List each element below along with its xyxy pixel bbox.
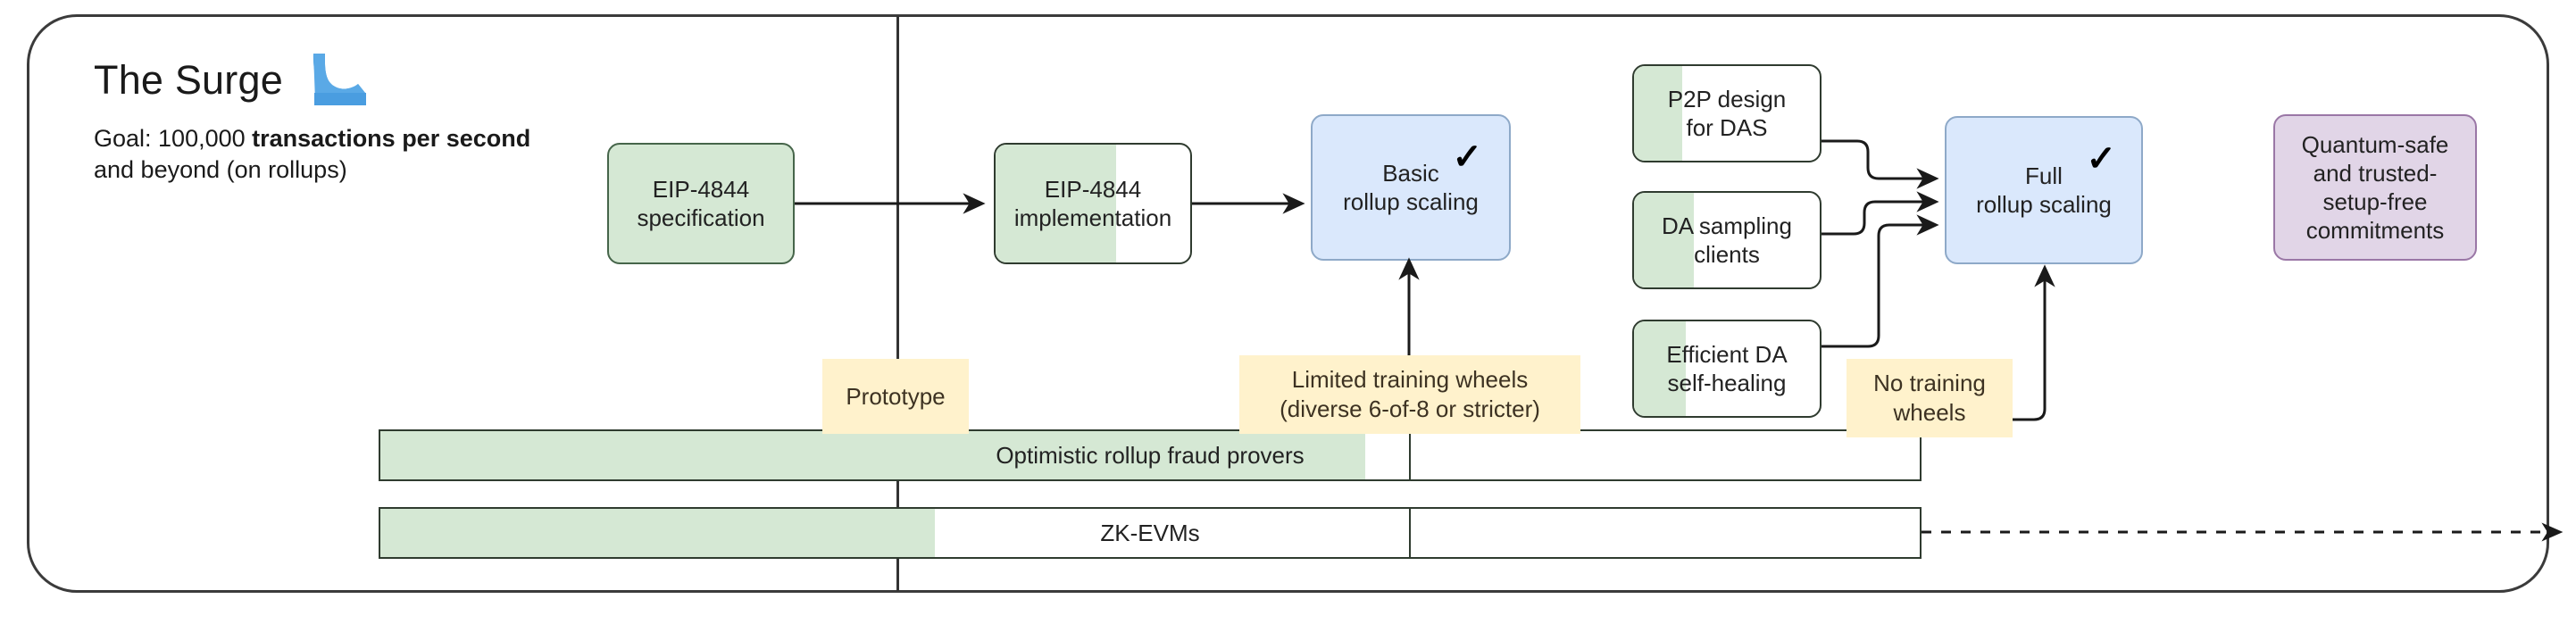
bar-zk-evms[interactable]: ZK-EVMs [379, 507, 1922, 559]
completed-check-icon: ✓ [2086, 139, 2116, 179]
bar-stage-divider [1409, 429, 1411, 481]
bar-stage-divider [1409, 507, 1411, 559]
bar-label: ZK-EVMs [1100, 519, 1200, 546]
node-progress-fill [1634, 66, 1683, 161]
wave-icon [313, 54, 366, 105]
goal-prefix: Goal: 100,000 [94, 125, 253, 152]
bar-label: Optimistic rollup fraud provers [996, 441, 1305, 469]
annotation-label: Prototype [846, 382, 946, 410]
page-title: The Surge [94, 56, 283, 103]
bar-progress-fill [380, 431, 1366, 479]
goal-suffix: and beyond (on rollups) [94, 155, 347, 183]
goal-statement: Goal: 100,000 transactions per second an… [94, 123, 576, 185]
node-progress-fill [1634, 321, 1687, 416]
bar-optimistic-rollup-fraud-provers[interactable]: Optimistic rollup fraud provers [379, 429, 1922, 481]
annotation-label: Limited training wheels(diverse 6-of-8 o… [1280, 366, 1540, 422]
title-row: The Surge [94, 50, 683, 109]
header-block: The Surge Goal: 100,000 transactions per… [94, 50, 683, 185]
node-progress-fill [1634, 193, 1694, 287]
present-day-divider-line [896, 16, 899, 591]
annotation-limited-training-wheels: Limited training wheels(diverse 6-of-8 o… [1239, 355, 1580, 434]
roadmap-outer-frame [27, 14, 2549, 593]
goal-bold: transactions per second [252, 125, 531, 152]
completed-check-icon: ✓ [1452, 137, 1482, 177]
bar-progress-fill [380, 509, 935, 557]
node-progress-fill [996, 145, 1117, 262]
annotation-prototype: Prototype [822, 359, 969, 434]
